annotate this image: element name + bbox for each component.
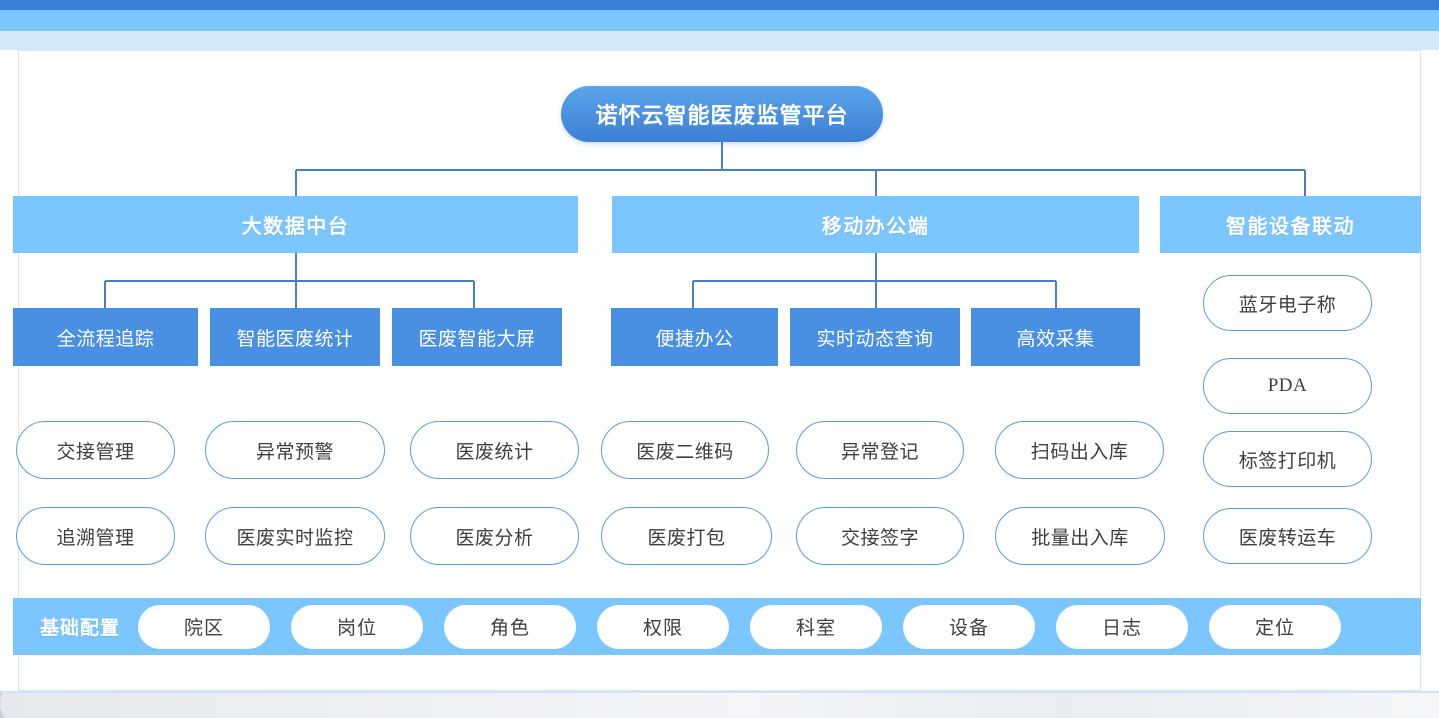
- node-label: 交接签字: [840, 527, 919, 549]
- node-label-printer[interactable]: 标签打印机: [1203, 431, 1372, 487]
- node-scan-in-out-storage[interactable]: 扫码出入库: [995, 421, 1164, 479]
- diagram-card: [18, 50, 1421, 691]
- node-full-process-tracking[interactable]: 全流程追踪: [13, 308, 198, 366]
- node-label: PDA: [1267, 375, 1308, 396]
- footer-item-permission[interactable]: 权限: [597, 604, 730, 649]
- node-medical-waste-realtime-watch[interactable]: 医废实时监控: [205, 507, 385, 565]
- node-label: 异常登记: [840, 441, 919, 463]
- node-medical-waste-trolley[interactable]: 医废转运车: [1203, 508, 1372, 564]
- node-medical-waste-stat[interactable]: 医废统计: [410, 421, 579, 479]
- section-header-label: 智能设备联动: [1226, 216, 1355, 238]
- node-label: 医废二维码: [636, 441, 734, 463]
- footer-item-post[interactable]: 岗位: [291, 604, 424, 649]
- root-node-label: 诺怀云智能医废监管平台: [595, 103, 849, 128]
- node-handover-management[interactable]: 交接管理: [16, 421, 175, 479]
- node-label: 医废实时监控: [236, 527, 354, 549]
- node-batch-in-out-storage[interactable]: 批量出入库: [995, 507, 1165, 565]
- section-header-smart-device-link[interactable]: 智能设备联动: [1160, 196, 1421, 253]
- footer-item-department[interactable]: 科室: [750, 604, 883, 649]
- footer-item-label: 设备: [949, 618, 990, 639]
- node-label: 追溯管理: [56, 527, 135, 549]
- node-label: 异常预警: [255, 441, 334, 463]
- footer-item-hospital-district[interactable]: 院区: [138, 604, 271, 649]
- section-header-big-data-platform[interactable]: 大数据中台: [13, 196, 578, 253]
- node-label: 医废分析: [455, 527, 534, 549]
- node-label: 医废统计: [455, 441, 534, 463]
- footer-item-label: 岗位: [337, 618, 378, 639]
- footer-item-label: 日志: [1102, 618, 1143, 639]
- bottom-photo-strip: [0, 693, 1439, 718]
- node-handover-signature[interactable]: 交接签字: [796, 507, 964, 565]
- node-label: 批量出入库: [1031, 527, 1129, 549]
- node-medical-waste-analysis[interactable]: 医废分析: [410, 507, 579, 565]
- node-label: 蓝牙电子称: [1238, 294, 1337, 316]
- section-header-label: 移动办公端: [821, 216, 930, 238]
- node-realtime-dynamic-query[interactable]: 实时动态查询: [790, 308, 960, 366]
- node-medical-waste-bigscreen[interactable]: 医废智能大屏: [392, 308, 562, 366]
- section-header-label: 大数据中台: [241, 216, 350, 238]
- node-label: 实时动态查询: [816, 328, 934, 350]
- footer-item-log[interactable]: 日志: [1056, 604, 1189, 649]
- node-label: 医废转运车: [1238, 527, 1337, 549]
- base-config-bar: 基础配置 院区 岗位 角色 权限 科室 设备 日志 定位: [13, 598, 1421, 655]
- section-header-mobile-office[interactable]: 移动办公端: [612, 196, 1139, 253]
- root-node[interactable]: 诺怀云智能医废监管平台: [561, 86, 883, 142]
- node-label: 便捷办公: [655, 328, 734, 350]
- footer-item-label: 科室: [796, 618, 837, 639]
- top-band-dark: [0, 0, 1439, 10]
- footer-item-label: 角色: [490, 618, 531, 639]
- node-abnormal-registration[interactable]: 异常登记: [796, 421, 964, 479]
- footer-item-label: 定位: [1255, 618, 1296, 639]
- node-label: 医废打包: [647, 527, 726, 549]
- footer-item-location[interactable]: 定位: [1209, 604, 1342, 649]
- footer-item-role[interactable]: 角色: [444, 604, 577, 649]
- node-traceability-management[interactable]: 追溯管理: [16, 507, 175, 565]
- node-medical-waste-packing[interactable]: 医废打包: [601, 507, 772, 565]
- footer-item-label: 权限: [643, 618, 684, 639]
- footer-item-device[interactable]: 设备: [903, 604, 1036, 649]
- node-label: 智能医废统计: [236, 328, 354, 350]
- node-bluetooth-scale[interactable]: 蓝牙电子称: [1203, 275, 1372, 331]
- node-label: 高效采集: [1016, 328, 1095, 350]
- node-label: 扫码出入库: [1030, 441, 1129, 463]
- node-label: 医废智能大屏: [418, 328, 536, 350]
- node-label: 标签打印机: [1238, 450, 1337, 472]
- bottom-photo-edge: [0, 691, 1439, 694]
- top-band-light: [0, 31, 1439, 50]
- node-abnormal-alert[interactable]: 异常预警: [205, 421, 385, 479]
- node-convenient-office[interactable]: 便捷办公: [611, 308, 778, 366]
- top-band-mid: [0, 10, 1439, 31]
- node-label: 全流程追踪: [56, 328, 155, 350]
- base-config-label: 基础配置: [40, 618, 121, 639]
- node-pda[interactable]: PDA: [1203, 358, 1372, 414]
- node-efficient-collection[interactable]: 高效采集: [971, 308, 1140, 366]
- node-smart-medical-waste-stat[interactable]: 智能医废统计: [210, 308, 380, 366]
- node-label: 交接管理: [56, 441, 135, 463]
- footer-item-label: 院区: [184, 618, 225, 639]
- node-medical-waste-qrcode[interactable]: 医废二维码: [601, 421, 769, 479]
